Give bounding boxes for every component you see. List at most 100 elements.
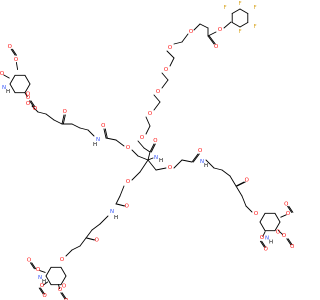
nitrogen-atom-label: N (265, 236, 269, 242)
bond-line (147, 151, 151, 161)
oxygen-atom-label: O (8, 44, 12, 50)
bond-line (161, 79, 169, 89)
bond-line (277, 229, 284, 236)
bond-line (235, 181, 245, 187)
bond-line (71, 123, 81, 129)
bond-line (280, 214, 287, 218)
bond-line (287, 205, 293, 213)
oxygen-atom-label: O (156, 89, 160, 95)
oxygen-atom-label: O (264, 246, 268, 252)
bond-line (87, 129, 95, 137)
bond-line (239, 8, 249, 14)
bond-line (155, 167, 167, 171)
bond-line (10, 48, 16, 56)
bond-line (115, 139, 125, 147)
oxygen-atom-label: O (245, 178, 249, 184)
bond-line (115, 195, 121, 205)
bond-line (139, 159, 149, 173)
fluorine-atom-label: F (253, 5, 256, 11)
oxygen-atom-label: O (36, 267, 40, 273)
bond-line (231, 22, 241, 28)
bond-line (231, 8, 241, 14)
bond-line (103, 128, 107, 139)
oxygen-atom-label: O (64, 298, 68, 300)
bond-line (207, 35, 215, 45)
bond-line (12, 48, 17, 56)
bond-line (223, 21, 232, 29)
fluorine-atom-label: F (238, 29, 241, 35)
bond-line (38, 287, 44, 295)
bond-line (91, 223, 101, 231)
oxygen-atom-label: O (0, 71, 4, 77)
oxygen-atom-label: O (168, 45, 172, 51)
oxygen-atom-label: O (290, 244, 294, 250)
bond-line (62, 114, 66, 125)
bond-line (9, 83, 16, 94)
bond-line (37, 111, 47, 115)
bond-line (181, 159, 193, 163)
bond-line (57, 283, 61, 290)
bond-line (173, 41, 183, 45)
bond-line (173, 159, 183, 169)
bond-line (45, 113, 55, 121)
oxygen-atom-label: O (125, 204, 129, 210)
fluorine-atom-label: F (253, 24, 256, 30)
bond-line (9, 74, 16, 85)
oxygen-atom-label: O (198, 148, 202, 154)
bond-line (24, 83, 31, 94)
bond-line (3, 74, 10, 79)
bond-line (147, 159, 157, 171)
hydrogen-atom-label: H (204, 163, 208, 169)
oxygen-atom-label: O (189, 29, 193, 35)
oxygen-atom-label: O (63, 109, 67, 115)
bond-line (199, 23, 209, 29)
bond-line (181, 33, 189, 43)
bond-line (131, 171, 141, 181)
hydrogen-atom-label: H (93, 142, 97, 148)
oxygen-atom-label: O (26, 95, 30, 101)
bond-line (191, 153, 199, 163)
bond-line (153, 94, 161, 103)
bond-line (169, 57, 175, 67)
oxygen-atom-label: O (26, 92, 30, 98)
oxygen-atom-label: O (140, 135, 144, 141)
bond-line (86, 237, 96, 241)
hydrogen-atom-label: H (159, 158, 163, 164)
bond-line (104, 128, 108, 139)
bond-line (274, 221, 281, 232)
nitrogen-atom-label: N (2, 85, 6, 91)
bond-line (79, 237, 87, 247)
oxygen-atom-label: O (148, 111, 152, 117)
bond-line (145, 116, 151, 127)
fluorine-atom-label: F (238, 1, 241, 7)
bond-line (153, 101, 161, 111)
hydrogen-atom-label: H (42, 279, 46, 285)
oxygen-atom-label: O (62, 284, 66, 290)
oxygen-atom-label: O (286, 211, 290, 217)
bond-line (61, 292, 67, 300)
nitrogen-atom-label: N (38, 275, 42, 281)
bond-line (213, 167, 223, 171)
oxygen-atom-label: O (218, 27, 222, 33)
bond-line (149, 143, 155, 153)
bond-line (131, 149, 139, 157)
oxygen-atom-label: O (42, 293, 46, 299)
oxygen-atom-label: O (26, 101, 30, 107)
oxygen-atom-label: O (284, 201, 288, 207)
bond-line (143, 147, 151, 153)
bond-line (99, 215, 109, 225)
bond-line (61, 114, 65, 125)
bond-line (192, 153, 200, 163)
bond-line (42, 281, 49, 286)
bond-line (287, 238, 293, 246)
bond-line (274, 212, 281, 223)
bond-line (161, 72, 169, 81)
oxygen-atom-label: O (168, 165, 172, 171)
hydrogen-atom-label: H (6, 89, 10, 95)
bond-line (137, 140, 145, 149)
bond-line (40, 287, 45, 295)
bond-line (24, 74, 31, 85)
bond-line (208, 35, 216, 45)
